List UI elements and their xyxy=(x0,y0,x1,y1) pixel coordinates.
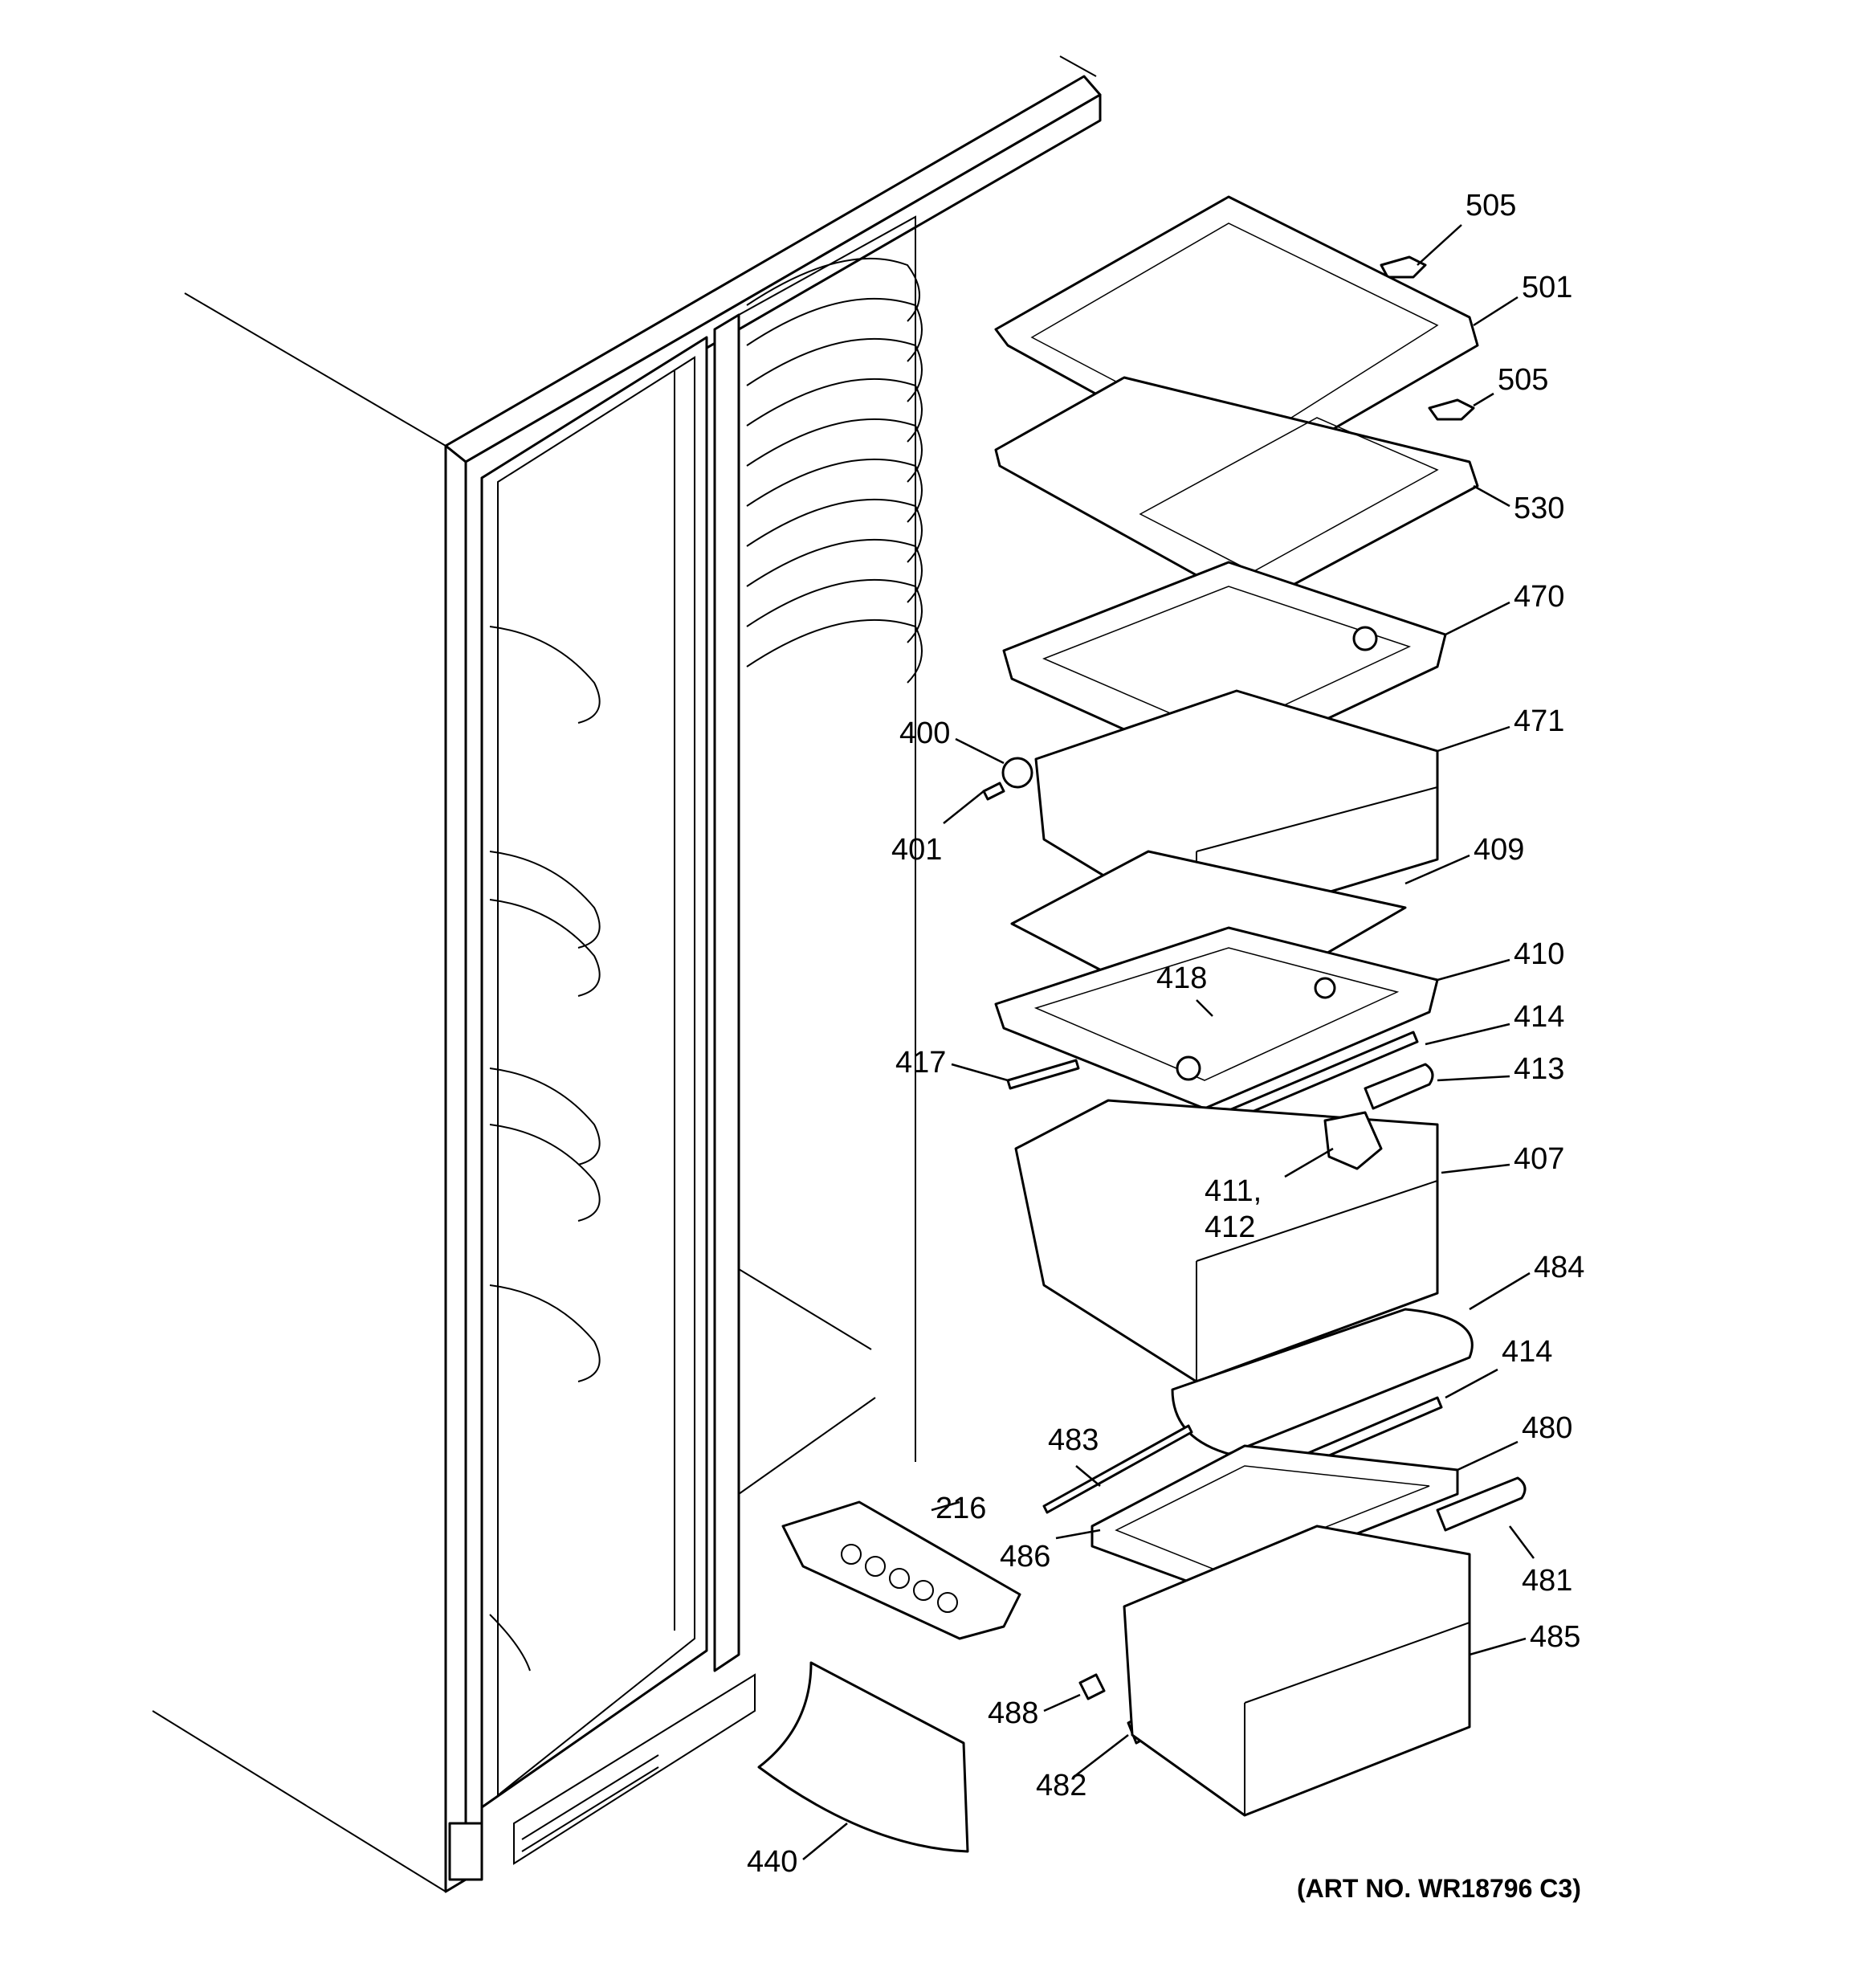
callout-418: 418 xyxy=(1156,961,1207,995)
callout-400: 400 xyxy=(899,716,950,750)
callout-471: 471 xyxy=(1514,704,1564,738)
shelf-clip-505-top xyxy=(1380,255,1427,279)
callout-501: 501 xyxy=(1522,271,1572,304)
callout-401: 401 xyxy=(891,833,942,867)
screw-401 xyxy=(982,782,1005,801)
crisper-cover-410 xyxy=(994,926,1439,1110)
drawer-cover-470 xyxy=(1002,561,1447,773)
callout-485: 485 xyxy=(1530,1620,1580,1654)
callout-484: 484 xyxy=(1534,1251,1584,1284)
callout-labels: 505 501 505 530 470 471 400 401 409 418 … xyxy=(747,189,1584,1903)
art-number: (ART NO. WR18796 C3) xyxy=(1297,1874,1581,1903)
bushing-488 xyxy=(1078,1673,1106,1700)
callout-505-top: 505 xyxy=(1466,189,1516,222)
callout-216: 216 xyxy=(936,1492,986,1525)
knob-400 xyxy=(1001,757,1033,789)
shelf-clip-505-mid xyxy=(1428,398,1475,421)
callout-505-mid: 505 xyxy=(1498,363,1548,397)
callout-414-upper: 414 xyxy=(1514,1000,1564,1034)
rod-417 xyxy=(1006,1059,1080,1090)
leader-lines xyxy=(802,224,1535,1860)
callout-440: 440 xyxy=(747,1845,797,1879)
callout-488: 488 xyxy=(988,1696,1038,1730)
callout-482: 482 xyxy=(1036,1769,1086,1802)
egg-tray-216 xyxy=(781,1500,1021,1640)
callout-470: 470 xyxy=(1514,580,1564,614)
callout-481: 481 xyxy=(1522,1564,1572,1598)
callout-409: 409 xyxy=(1474,833,1524,867)
callout-417: 417 xyxy=(895,1046,946,1080)
callout-480: 480 xyxy=(1522,1411,1572,1445)
callout-407: 407 xyxy=(1514,1142,1564,1176)
callout-483: 483 xyxy=(1048,1423,1099,1457)
callout-414-lower: 414 xyxy=(1502,1335,1552,1369)
callout-486: 486 xyxy=(1000,1540,1050,1574)
glass-shelf-501 xyxy=(994,195,1479,480)
cover-440 xyxy=(757,1661,969,1853)
callout-413: 413 xyxy=(1514,1052,1564,1086)
roller-481 xyxy=(1436,1476,1527,1532)
drawer-407 xyxy=(1014,1099,1439,1383)
callout-410: 410 xyxy=(1514,937,1564,971)
rod-483 xyxy=(1042,1424,1193,1514)
callout-412: 412 xyxy=(1205,1210,1255,1244)
drawer-485 xyxy=(1123,1525,1471,1817)
callout-411: 411, xyxy=(1205,1174,1262,1208)
parts xyxy=(757,195,1527,1853)
callout-530: 530 xyxy=(1514,492,1564,525)
pan-frame-480 xyxy=(1090,1444,1459,1592)
cover-484 xyxy=(1171,1308,1474,1455)
roller-413 xyxy=(1364,1063,1434,1110)
refrigerator-cabinet xyxy=(152,55,1102,1893)
